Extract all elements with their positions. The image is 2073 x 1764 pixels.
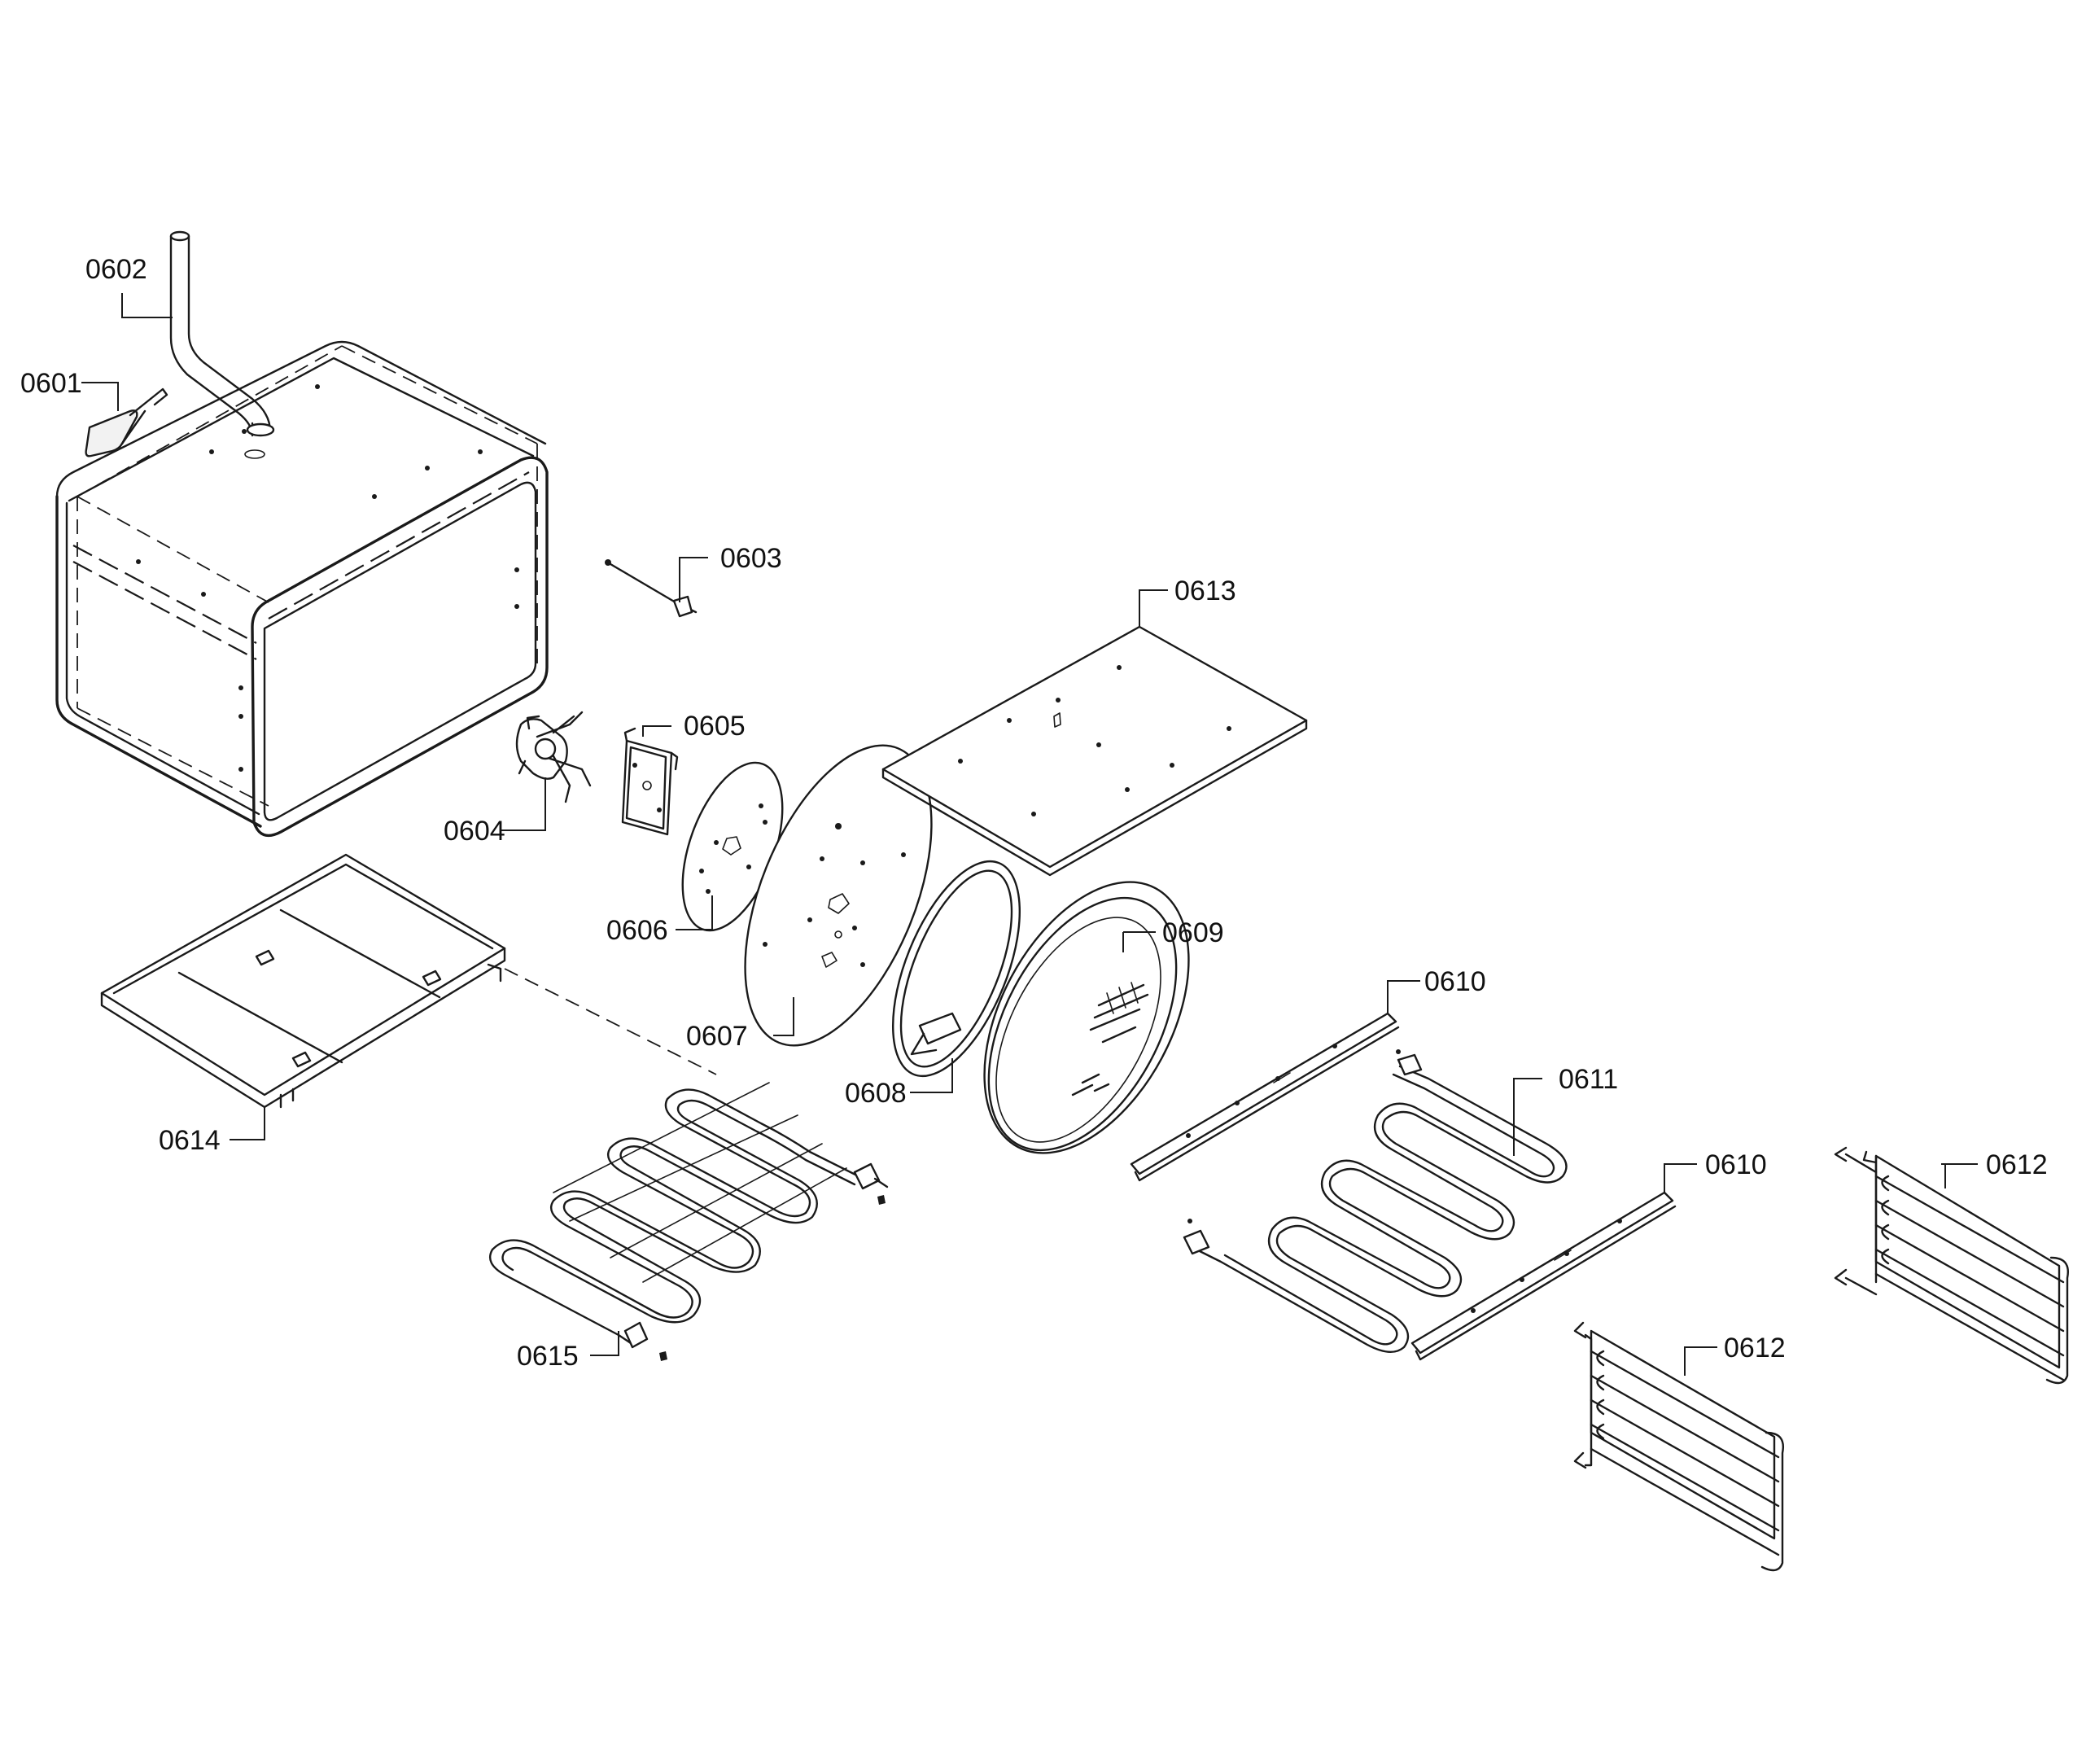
label-0601: 0601 bbox=[20, 368, 82, 399]
vent-pipe bbox=[169, 230, 275, 437]
oven-cavity bbox=[55, 340, 549, 838]
label-0611: 0611 bbox=[1559, 1064, 1618, 1095]
rack-slide-rail-upper bbox=[1130, 1012, 1400, 1182]
label-0605: 0605 bbox=[684, 711, 746, 742]
label-0610-lower: 0610 bbox=[1705, 1149, 1767, 1180]
broil-element bbox=[1183, 1049, 1568, 1353]
label-0608: 0608 bbox=[845, 1078, 907, 1109]
label-0607: 0607 bbox=[686, 1021, 748, 1052]
label-0601-sensor-pipe: 0602 bbox=[85, 254, 147, 285]
rear-panel-gasket bbox=[744, 744, 933, 1047]
convection-ring-element bbox=[891, 860, 1021, 1078]
bake-element bbox=[488, 1082, 889, 1361]
label-0609: 0609 bbox=[1162, 917, 1224, 948]
label-0610-upper: 0610 bbox=[1424, 966, 1486, 997]
temperature-sensor bbox=[85, 387, 168, 457]
tray-alignment-line bbox=[504, 968, 717, 1075]
part-labels: 0602 0601 0603 0604 0605 0606 0607 0608 … bbox=[20, 254, 2048, 1372]
leader-lines bbox=[81, 293, 1978, 1376]
label-0603: 0603 bbox=[720, 543, 782, 574]
label-0614: 0614 bbox=[159, 1125, 221, 1156]
rack-slide-rail-lower bbox=[1410, 1191, 1677, 1361]
label-0613: 0613 bbox=[1174, 576, 1236, 606]
rack-support-right bbox=[1834, 1146, 2069, 1385]
label-0612-left: 0612 bbox=[1724, 1333, 1786, 1363]
bottom-tray bbox=[100, 853, 506, 1109]
oven-bottom-panel bbox=[881, 625, 1308, 877]
label-0606: 0606 bbox=[606, 915, 668, 946]
motor-mounting-plate bbox=[621, 727, 679, 836]
sensor-wire bbox=[605, 559, 698, 618]
label-0615: 0615 bbox=[517, 1341, 579, 1372]
label-0612-right: 0612 bbox=[1986, 1149, 2048, 1180]
convection-fan-motor bbox=[515, 711, 592, 803]
rack-support-left bbox=[1573, 1321, 1784, 1572]
label-0604: 0604 bbox=[444, 816, 505, 847]
convection-fan-cover bbox=[983, 881, 1190, 1154]
